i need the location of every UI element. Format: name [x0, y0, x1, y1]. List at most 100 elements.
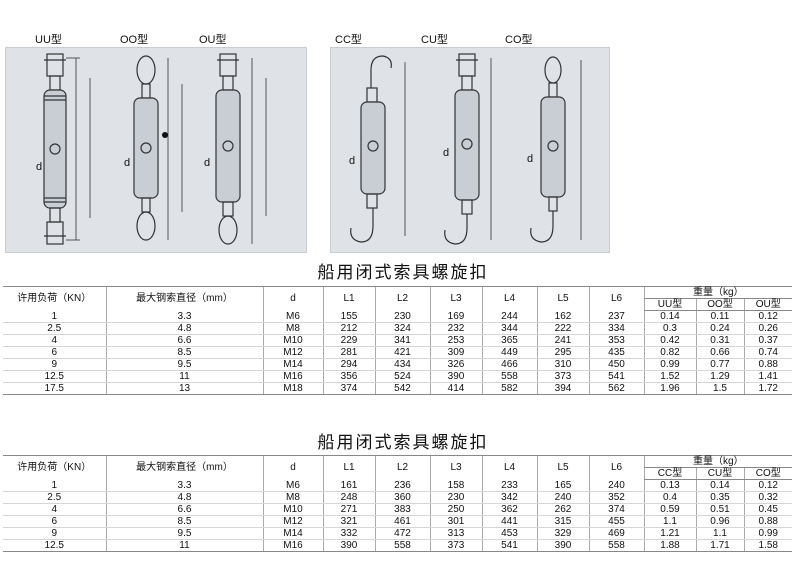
type-label-oo: OO型: [120, 34, 149, 46]
table-cell: 222: [536, 322, 589, 335]
header-l1: L1: [322, 286, 375, 311]
table-cell: 6.6: [105, 503, 263, 516]
table-cell: 161: [322, 479, 375, 492]
table-cell: 9.5: [105, 358, 263, 371]
table-cell: 341: [374, 334, 430, 347]
table-cell: 541: [588, 370, 644, 383]
table-cell: 1.1: [643, 515, 696, 528]
table-cell: 11: [105, 370, 263, 383]
table-cell: 373: [536, 370, 589, 383]
type-label-uu: UU型: [35, 34, 62, 46]
table-cell: 294: [322, 358, 375, 371]
turnbuckle-drawing-left: d d d: [5, 47, 307, 253]
table-cell: 313: [429, 527, 482, 540]
table-cell: 12.5: [3, 539, 106, 552]
table-title-1: 船用闭式索具螺旋扣: [317, 263, 489, 283]
table-cell: 390: [322, 539, 375, 552]
table-cell: 241: [536, 334, 589, 347]
table-cell: 321: [322, 515, 375, 528]
table-cell: 0.12: [743, 479, 793, 492]
table-cell: M16: [262, 539, 323, 552]
table-cell: 1.29: [695, 370, 744, 383]
dim-d-cu: d: [443, 147, 449, 159]
table-cell: 248: [322, 491, 375, 504]
table-cell: 383: [374, 503, 430, 516]
table-cell: 365: [481, 334, 537, 347]
type-label-ou: OU型: [199, 34, 227, 46]
table-cell: 334: [588, 322, 644, 335]
table-cell: 0.88: [743, 515, 793, 528]
table-cell: 309: [429, 346, 482, 359]
table-cell: 0.31: [695, 334, 744, 347]
table-cell: 2.5: [3, 322, 106, 335]
table-cell: 374: [322, 382, 375, 395]
table-cell: 558: [374, 539, 430, 552]
table-cell: 9: [3, 358, 106, 371]
table-cell: 1.21: [643, 527, 696, 540]
header-l3: L3: [429, 286, 482, 311]
table-cell: M14: [262, 358, 323, 371]
table-cell: M8: [262, 322, 323, 335]
header-l4: L4: [481, 286, 537, 311]
table-cell: 453: [481, 527, 537, 540]
table-cell: 295: [536, 346, 589, 359]
header-d: d: [262, 286, 323, 311]
table-cell: 236: [374, 479, 430, 492]
table-cell: 0.96: [695, 515, 744, 528]
table-cell: 212: [322, 322, 375, 335]
table-cell: 0.12: [743, 310, 793, 323]
table-cell: 421: [374, 346, 430, 359]
table-cell: 394: [536, 382, 589, 395]
table-cell: 390: [429, 370, 482, 383]
table-cell: 524: [374, 370, 430, 383]
table-cell: 4.8: [105, 322, 263, 335]
table-cell: 233: [481, 479, 537, 492]
table-cell: 0.77: [695, 358, 744, 371]
header-load: 许用负荷（KN）: [3, 286, 106, 311]
table-cell: 344: [481, 322, 537, 335]
table-cell: 0.82: [643, 346, 696, 359]
header-weight-cu: CU型: [695, 467, 744, 480]
table-cell: 0.4: [643, 491, 696, 504]
table-cell: 281: [322, 346, 375, 359]
table-cell: 4.8: [105, 491, 263, 504]
header-rope-diameter: 最大钢索直径（mm）: [105, 286, 263, 311]
table-cell: M12: [262, 515, 323, 528]
table-cell: 315: [536, 515, 589, 528]
table-cell: 6.6: [105, 334, 263, 347]
header-l6: L6: [588, 286, 644, 311]
table-cell: 0.66: [695, 346, 744, 359]
turnbuckle-figures-uu-oo-ou: d d d: [36, 53, 267, 245]
dim-d-ou: d: [204, 157, 210, 169]
table-cell: 449: [481, 346, 537, 359]
table-title-2: 船用闭式索具螺旋扣: [317, 433, 489, 453]
table-cell: 6: [3, 515, 106, 528]
type-label-cc: CC型: [335, 34, 362, 46]
table-cell: 0.37: [743, 334, 793, 347]
table-cell: 165: [536, 479, 589, 492]
header-load: 许用负荷（KN）: [3, 455, 106, 480]
table-cell: 230: [429, 491, 482, 504]
turnbuckle-figures-cc-cu-co: d d d: [349, 53, 582, 245]
table-cell: 237: [588, 310, 644, 323]
table-cell: 2.5: [3, 491, 106, 504]
table-cell: M12: [262, 346, 323, 359]
table-cell: 362: [481, 503, 537, 516]
header-rope-diameter: 最大钢索直径（mm）: [105, 455, 263, 480]
table-cell: M14: [262, 527, 323, 540]
table-cell: 244: [481, 310, 537, 323]
table-cell: 324: [374, 322, 430, 335]
table-cell: 466: [481, 358, 537, 371]
spec-table-2: 许用负荷（KN） 最大钢索直径（mm） d L1 L2 L3 L4 L5 L6 …: [3, 455, 793, 552]
table-cell: 0.24: [695, 322, 744, 335]
table-cell: 414: [429, 382, 482, 395]
table-cell: 1.58: [743, 539, 793, 552]
type-label-cu: CU型: [421, 34, 448, 46]
table-cell: 162: [536, 310, 589, 323]
header-weight-ou: OU型: [743, 298, 793, 311]
